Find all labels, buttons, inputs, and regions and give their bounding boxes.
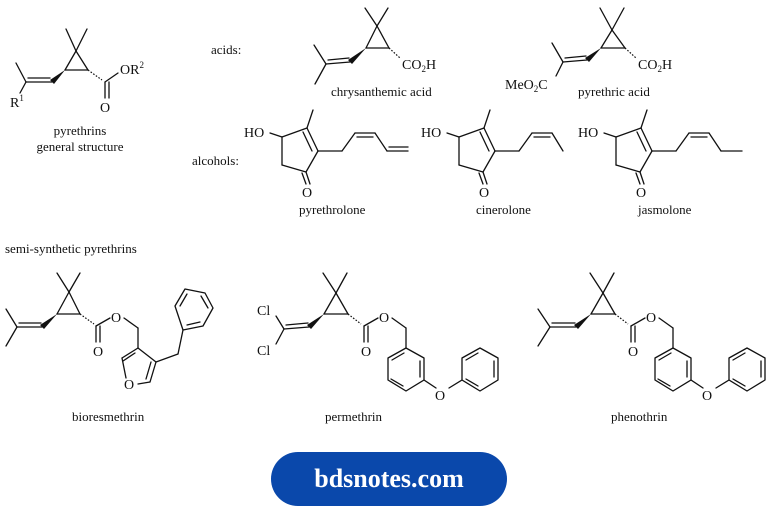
cinerolone-molecule: HO O bbox=[421, 109, 564, 201]
svg-text:O: O bbox=[435, 389, 445, 404]
svg-text:O: O bbox=[100, 101, 110, 116]
jasmolone-label: jasmolone bbox=[638, 202, 692, 217]
svg-text:CO2H: CO2H bbox=[638, 58, 672, 74]
permethrin-label: permethrin bbox=[325, 409, 383, 424]
svg-text:Cl: Cl bbox=[257, 304, 270, 319]
svg-text:Cl: Cl bbox=[257, 344, 270, 359]
svg-text:O: O bbox=[124, 378, 134, 393]
svg-text:O: O bbox=[479, 186, 489, 201]
svg-text:O: O bbox=[93, 345, 103, 360]
permethrin-molecule: Cl Cl O O O bbox=[257, 272, 499, 404]
svg-text:O: O bbox=[628, 345, 638, 360]
svg-text:R1: R1 bbox=[10, 93, 24, 111]
jasmolone-molecule: HO O bbox=[578, 109, 743, 201]
pyrethric-acid-label: pyrethric acid bbox=[578, 84, 650, 99]
pyrethrolone-label: pyrethrolone bbox=[299, 202, 366, 217]
svg-text:O: O bbox=[646, 311, 656, 326]
semi-synthetic-heading: semi-synthetic pyrethrins bbox=[5, 241, 137, 256]
svg-text:HO: HO bbox=[244, 126, 264, 141]
cinerolone-label: cinerolone bbox=[476, 202, 531, 217]
general-structure-label: pyrethrins general structure bbox=[20, 124, 140, 153]
svg-text:O: O bbox=[702, 389, 712, 404]
svg-text:O: O bbox=[379, 311, 389, 326]
svg-text:O: O bbox=[302, 186, 312, 201]
bioresmethrin-label: bioresmethrin bbox=[72, 409, 145, 424]
banner-text: bdsnotes.com bbox=[314, 464, 464, 493]
general-label-line2: general structure bbox=[36, 139, 124, 154]
chrysanthemic-acid-molecule: CO2H bbox=[313, 7, 436, 85]
svg-text:MeO2C: MeO2C bbox=[505, 78, 548, 94]
svg-text:O: O bbox=[361, 345, 371, 360]
svg-text:O: O bbox=[111, 311, 121, 326]
phenothrin-molecule: O O O bbox=[537, 272, 766, 404]
bioresmethrin-molecule: O O O bbox=[5, 272, 214, 393]
acids-heading: acids: bbox=[211, 42, 242, 57]
general-structure-molecule: OR2 O R1 bbox=[10, 28, 144, 116]
svg-text:O: O bbox=[636, 186, 646, 201]
pyrethric-acid-molecule: CO2H MeO2C bbox=[505, 7, 672, 94]
pyrethrolone-molecule: HO O bbox=[244, 109, 409, 201]
svg-text:HO: HO bbox=[421, 126, 441, 141]
chrysanthemic-acid-label: chrysanthemic acid bbox=[331, 84, 432, 99]
bdsnotes-banner-link[interactable]: bdsnotes.com bbox=[271, 452, 507, 506]
svg-text:CO2H: CO2H bbox=[402, 58, 436, 74]
svg-text:OR2: OR2 bbox=[120, 60, 144, 78]
general-label-line1: pyrethrins bbox=[53, 123, 107, 138]
svg-text:HO: HO bbox=[578, 126, 598, 141]
phenothrin-label: phenothrin bbox=[611, 409, 668, 424]
alcohols-heading: alcohols: bbox=[192, 153, 239, 168]
